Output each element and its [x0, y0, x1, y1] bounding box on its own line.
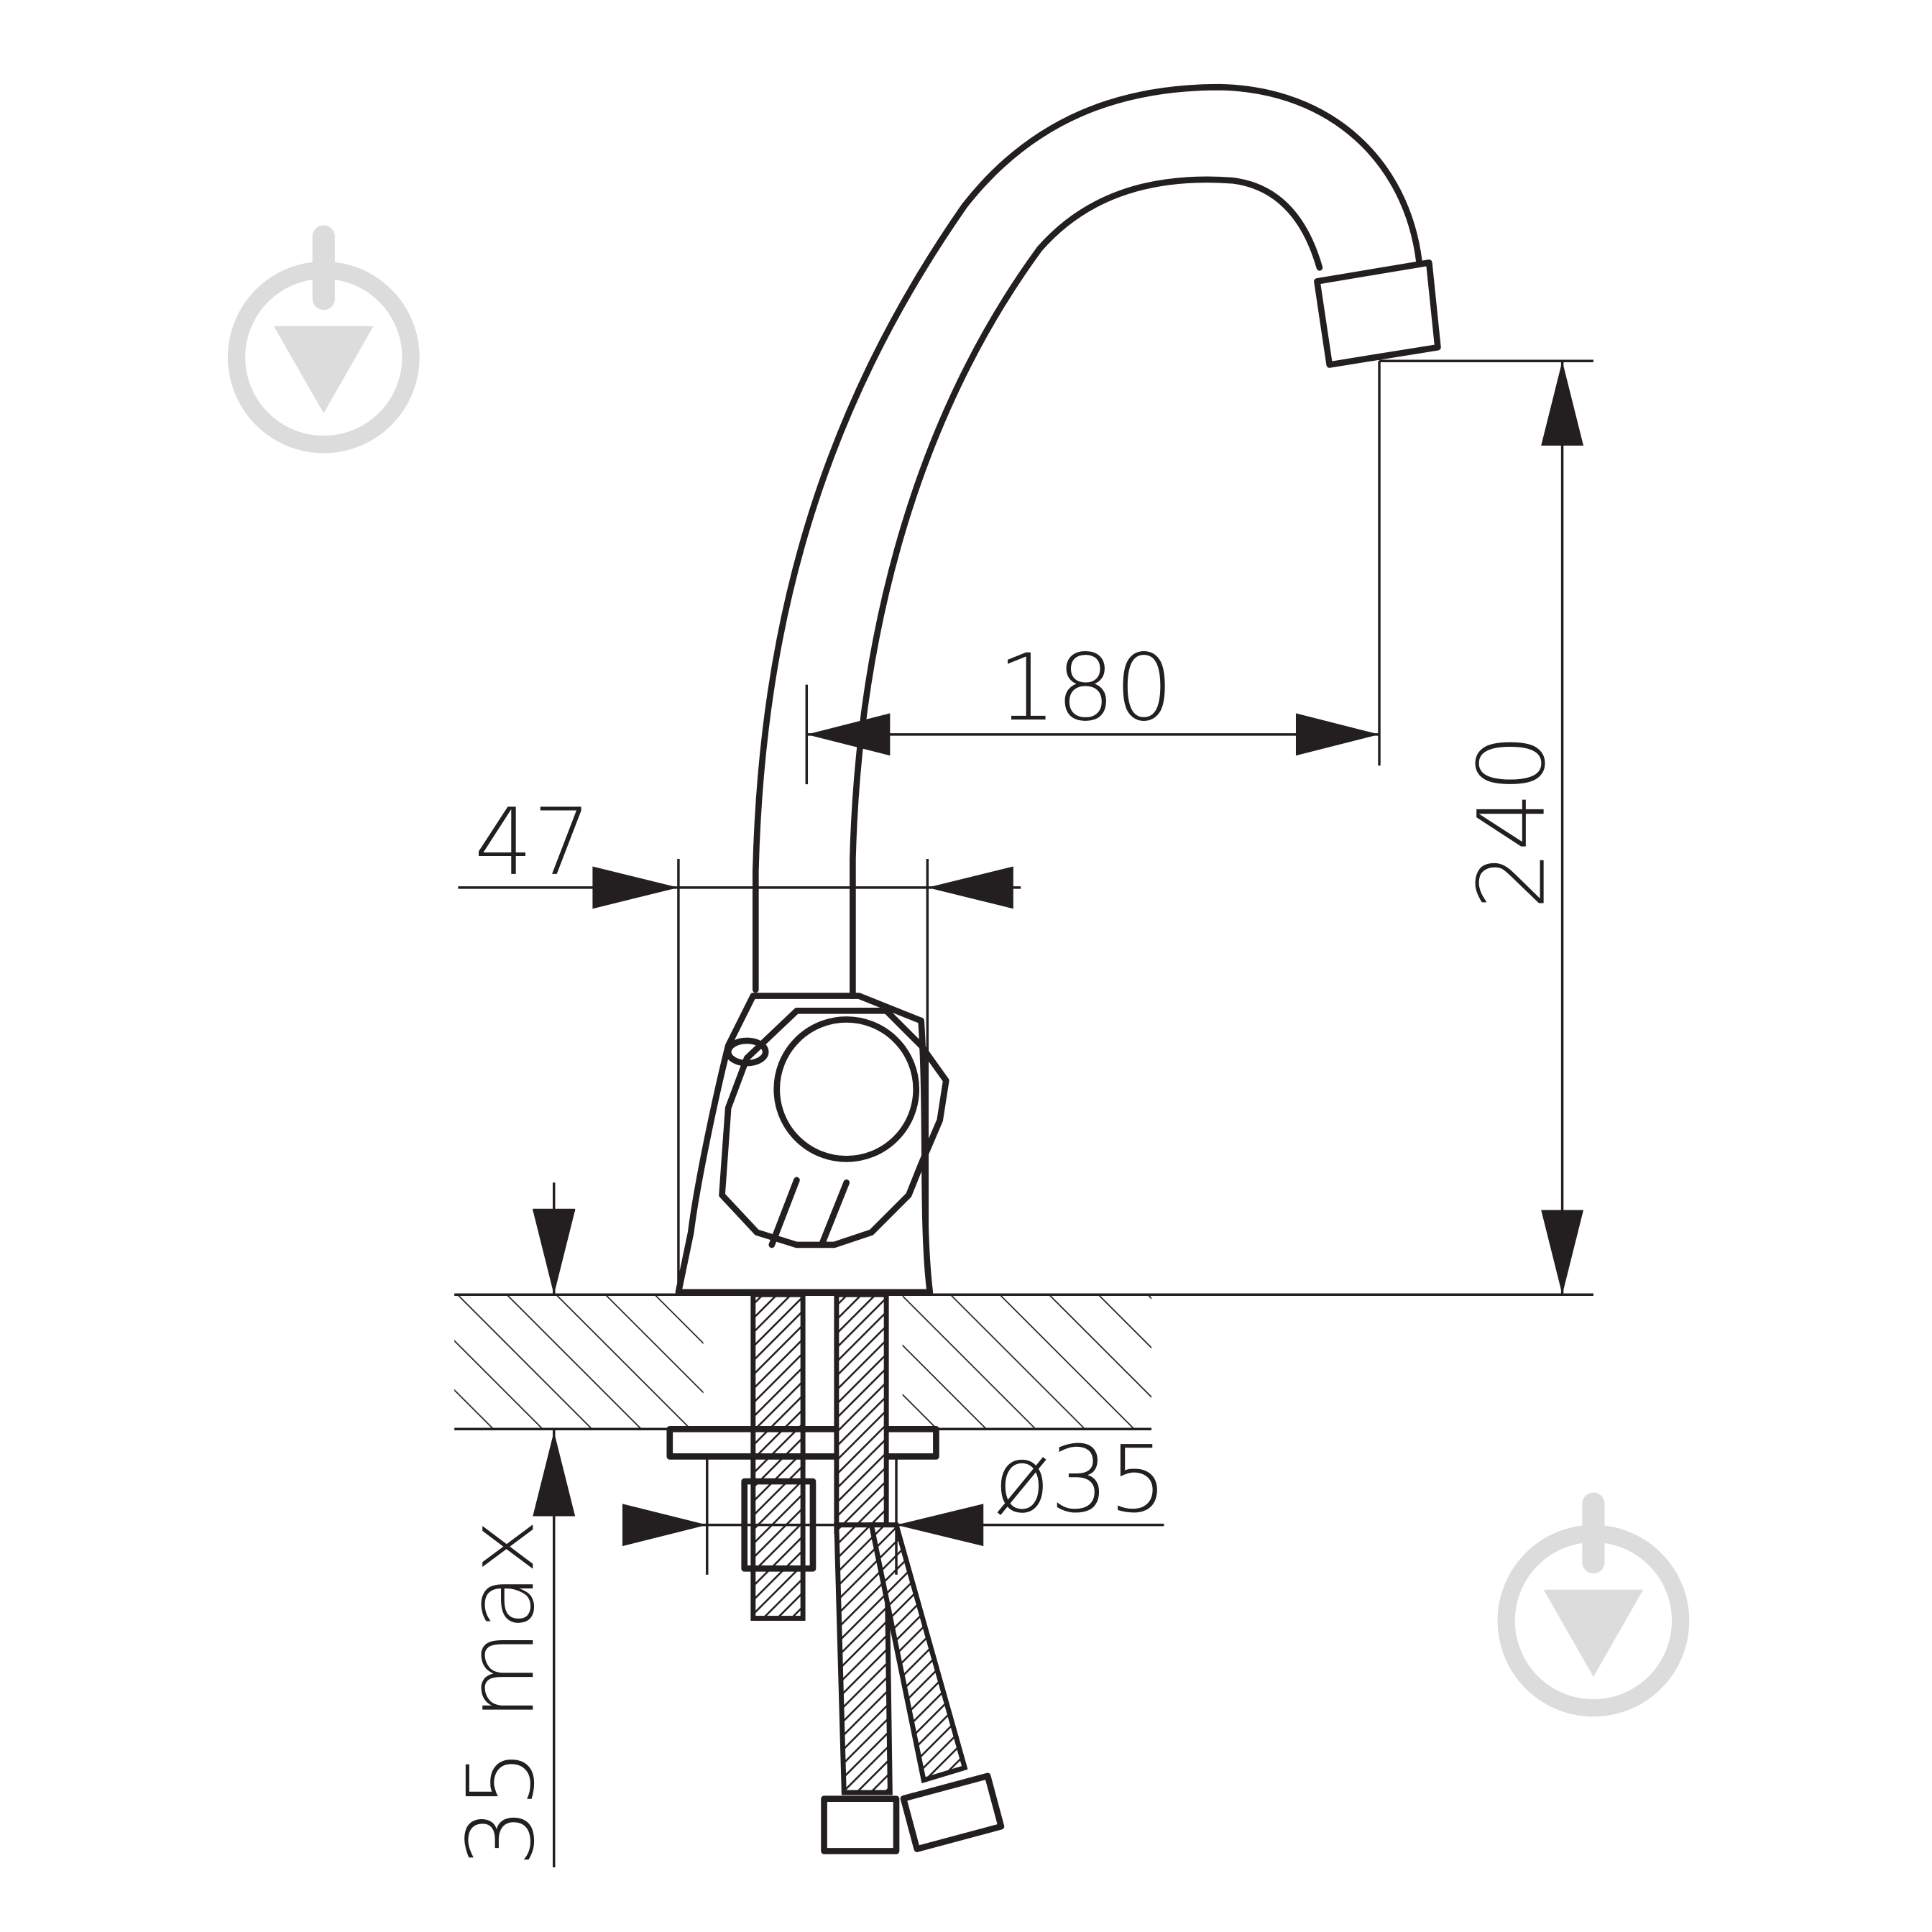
dimension-diameter-35: ø35 [622, 1427, 1167, 1575]
dimension-label-180: 180 [998, 635, 1174, 742]
washer-plate [666, 1425, 939, 1460]
mounting-hardware [666, 1292, 1005, 1854]
dimension-180: 180 [805, 361, 1381, 785]
dimension-35-max: 35 max [448, 1182, 576, 1867]
handle-cap [773, 1016, 920, 1162]
dimension-label-240: 240 [1459, 734, 1566, 910]
spout [752, 83, 1441, 999]
watermark-logo-left [227, 225, 420, 454]
dimension-label-35-max: 35 max [448, 1519, 555, 1867]
dimension-47: 47 [458, 789, 1021, 1282]
countertop-section [454, 1293, 1593, 1431]
aerator [1314, 259, 1441, 368]
dimension-label-diameter: ø35 [994, 1427, 1167, 1534]
dimension-label-47: 47 [474, 789, 592, 896]
watermark-logo-right [1497, 1492, 1690, 1717]
dimension-240: 240 [1379, 359, 1593, 1295]
faucet-body [675, 993, 949, 1296]
